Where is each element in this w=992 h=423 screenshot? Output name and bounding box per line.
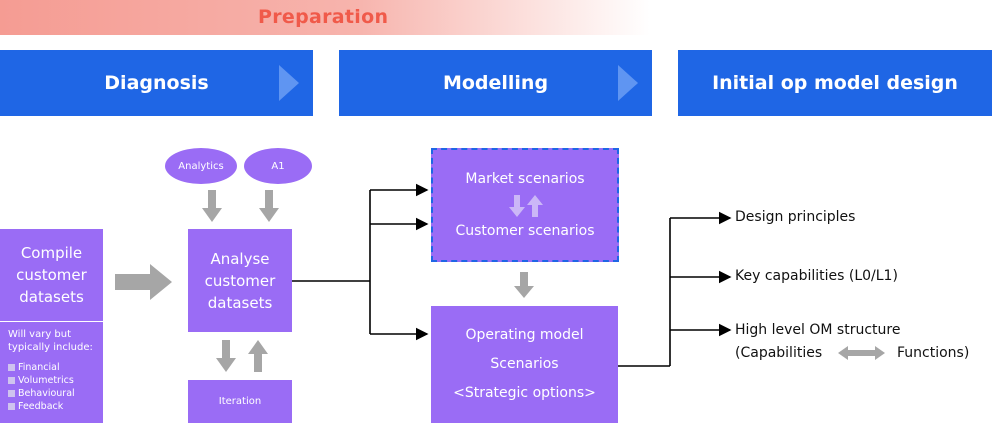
- analyse-line: datasets: [207, 293, 273, 312]
- arrow-down-icon: [216, 340, 236, 372]
- scenarios-box: Market scenarios Customer scenarios: [431, 148, 619, 262]
- note-line: Will vary but: [8, 329, 72, 340]
- compile-customer-datasets-box: Compile customer datasets: [0, 229, 103, 321]
- preparation-banner: [0, 0, 650, 35]
- bullet-square-icon: [8, 364, 15, 371]
- phase-initial-op-model-design: Initial op model design: [678, 50, 992, 116]
- chevron-right-icon: [618, 65, 638, 101]
- list-item: Volumetrics: [8, 374, 74, 387]
- preparation-label: Preparation: [258, 6, 389, 28]
- arrow-up-icon: [248, 340, 268, 372]
- list-item: Financial: [8, 361, 60, 374]
- iteration-label: Iteration: [218, 396, 262, 407]
- operating-line: <Strategic options>: [453, 385, 596, 401]
- compile-line: datasets: [19, 288, 84, 306]
- iteration-box: Iteration: [188, 380, 292, 423]
- analytics-label: Analytics: [178, 160, 224, 172]
- analyse-line: customer: [204, 271, 276, 290]
- arrow-down-icon: [202, 190, 222, 222]
- a1-label: A1: [271, 160, 285, 172]
- compile-line: customer: [16, 266, 87, 284]
- phase-diagnosis-label: Diagnosis: [104, 72, 209, 94]
- analyse-line: Analyse: [210, 249, 270, 268]
- bullet-square-icon: [8, 390, 15, 397]
- design-principles-text: Design principles: [735, 209, 856, 225]
- a1-oval: A1: [244, 148, 312, 184]
- compile-line: Compile: [20, 244, 83, 262]
- operating-model-box: Operating model Scenarios <Strategic opt…: [431, 306, 618, 423]
- arrow-down-icon: [259, 190, 279, 222]
- phase-modelling-label: Modelling: [442, 72, 549, 94]
- bullet-square-icon: [8, 377, 15, 384]
- phase-initial-op-model-design-label: Initial op model design: [712, 72, 958, 94]
- double-arrow-icon: [838, 346, 885, 360]
- analytics-oval: Analytics: [165, 148, 237, 184]
- phase-modelling: Modelling: [339, 50, 652, 116]
- chevron-right-icon: [279, 65, 299, 101]
- swap-arrows-icon: [509, 195, 543, 217]
- market-scenarios-label: Market scenarios: [465, 171, 585, 187]
- bullet-square-icon: [8, 403, 15, 410]
- list-item: Feedback: [8, 400, 63, 413]
- functions-text: Functions): [897, 345, 970, 361]
- operating-line: Operating model: [465, 327, 584, 343]
- list-item: Behavioural: [8, 387, 75, 400]
- arrow-down-icon: [514, 272, 534, 298]
- note-line: typically include:: [8, 342, 93, 353]
- customer-scenarios-label: Customer scenarios: [455, 223, 595, 239]
- phase-diagnosis: Diagnosis: [0, 50, 313, 116]
- capabilities-text: (Capabilities: [735, 345, 823, 361]
- key-capabilities-text: Key capabilities (L0/L1): [735, 268, 898, 284]
- analyse-customer-datasets-box: Analyse customer datasets: [188, 229, 292, 332]
- compile-note-box: Will vary but typically include: Financi…: [0, 322, 103, 423]
- arrow-right-icon: [115, 264, 172, 300]
- om-structure-text: High level OM structure: [735, 322, 901, 338]
- operating-line: Scenarios: [490, 356, 559, 372]
